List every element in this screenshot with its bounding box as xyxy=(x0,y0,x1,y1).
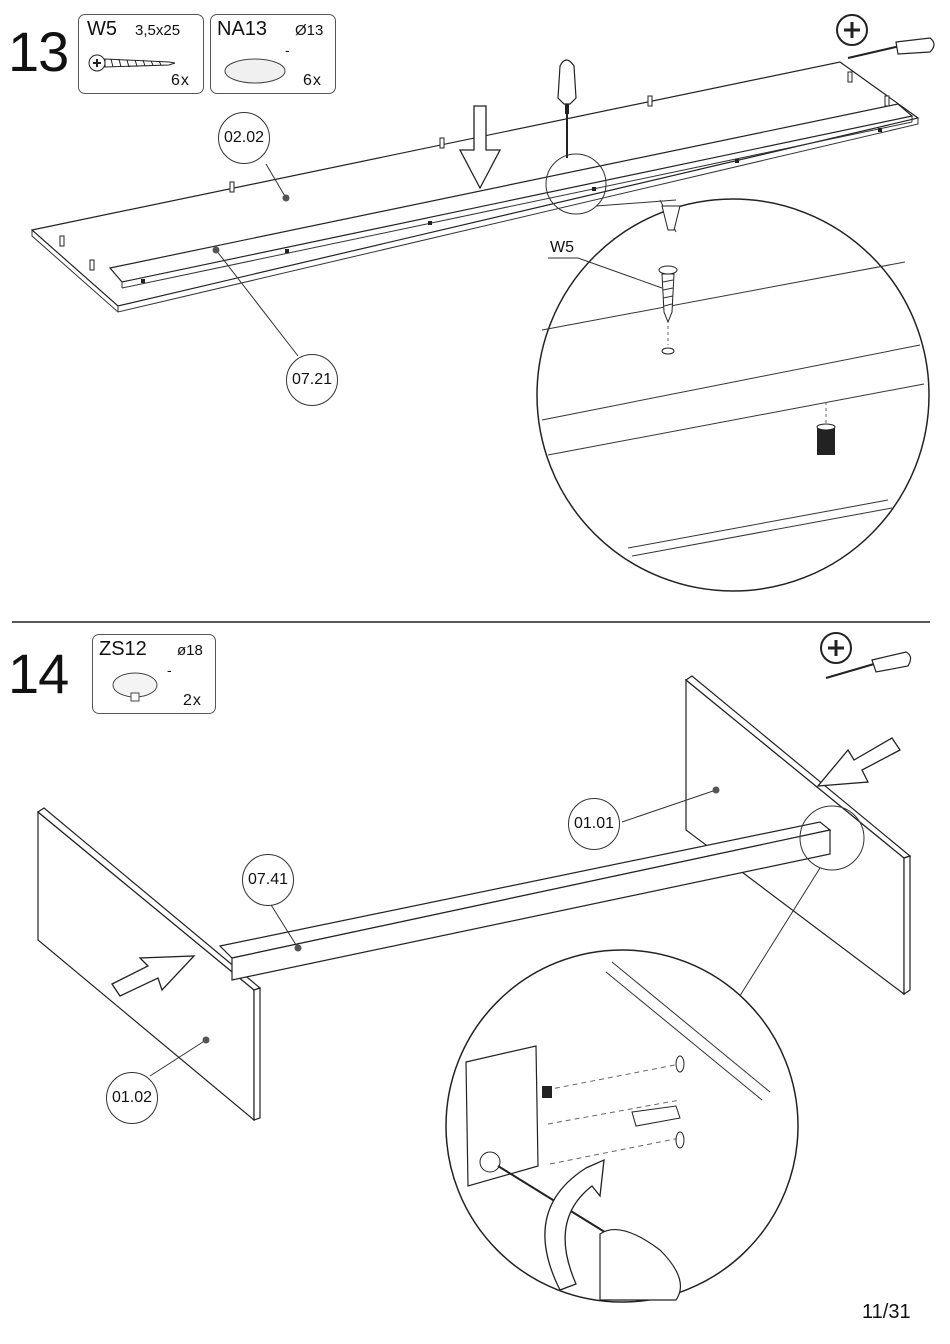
callout-01-01: 01.01 xyxy=(568,798,620,850)
part-code: ZS12 xyxy=(99,639,147,659)
part-box-na13: NA13 Ø13 - 6x xyxy=(210,14,336,94)
part-code: NA13 xyxy=(217,19,267,39)
callout-07-21: 07.21 xyxy=(286,354,338,406)
part-box-zs12: ZS12 ø18 - 2x xyxy=(92,634,216,714)
detail-label-w5: W5 xyxy=(550,240,574,256)
part-spec: ø18 xyxy=(177,643,203,658)
step14-tool-icon xyxy=(821,633,911,678)
callout-07-41: 07.41 xyxy=(242,854,294,906)
part-qty: 6x xyxy=(171,73,190,89)
part-code: W5 xyxy=(87,19,117,39)
step13-tool-icon xyxy=(837,15,934,58)
callout-01-02: 01.02 xyxy=(106,1072,158,1124)
cam-lock-icon xyxy=(103,669,173,709)
step14-right-arrow-icon xyxy=(818,738,900,786)
step14-detail-circle xyxy=(446,950,798,1302)
part-qty: 2x xyxy=(183,693,202,709)
step13-detail-circle xyxy=(537,199,929,591)
step-14-number: 14 xyxy=(8,646,68,702)
step14-rail-07-41 xyxy=(220,822,830,980)
part-spec: 3,5x25 xyxy=(135,23,180,38)
page-number: 11/31 xyxy=(862,1302,911,1322)
wood-screw-icon xyxy=(87,51,177,75)
part-qty: 6x xyxy=(303,73,322,89)
part-box-w5: W5 3,5x25 6x xyxy=(78,14,204,94)
cover-cap-icon xyxy=(221,53,291,87)
part-spec: Ø13 xyxy=(295,23,323,38)
step-13-number: 13 xyxy=(8,24,68,80)
callout-02-02: 02.02 xyxy=(218,112,270,164)
